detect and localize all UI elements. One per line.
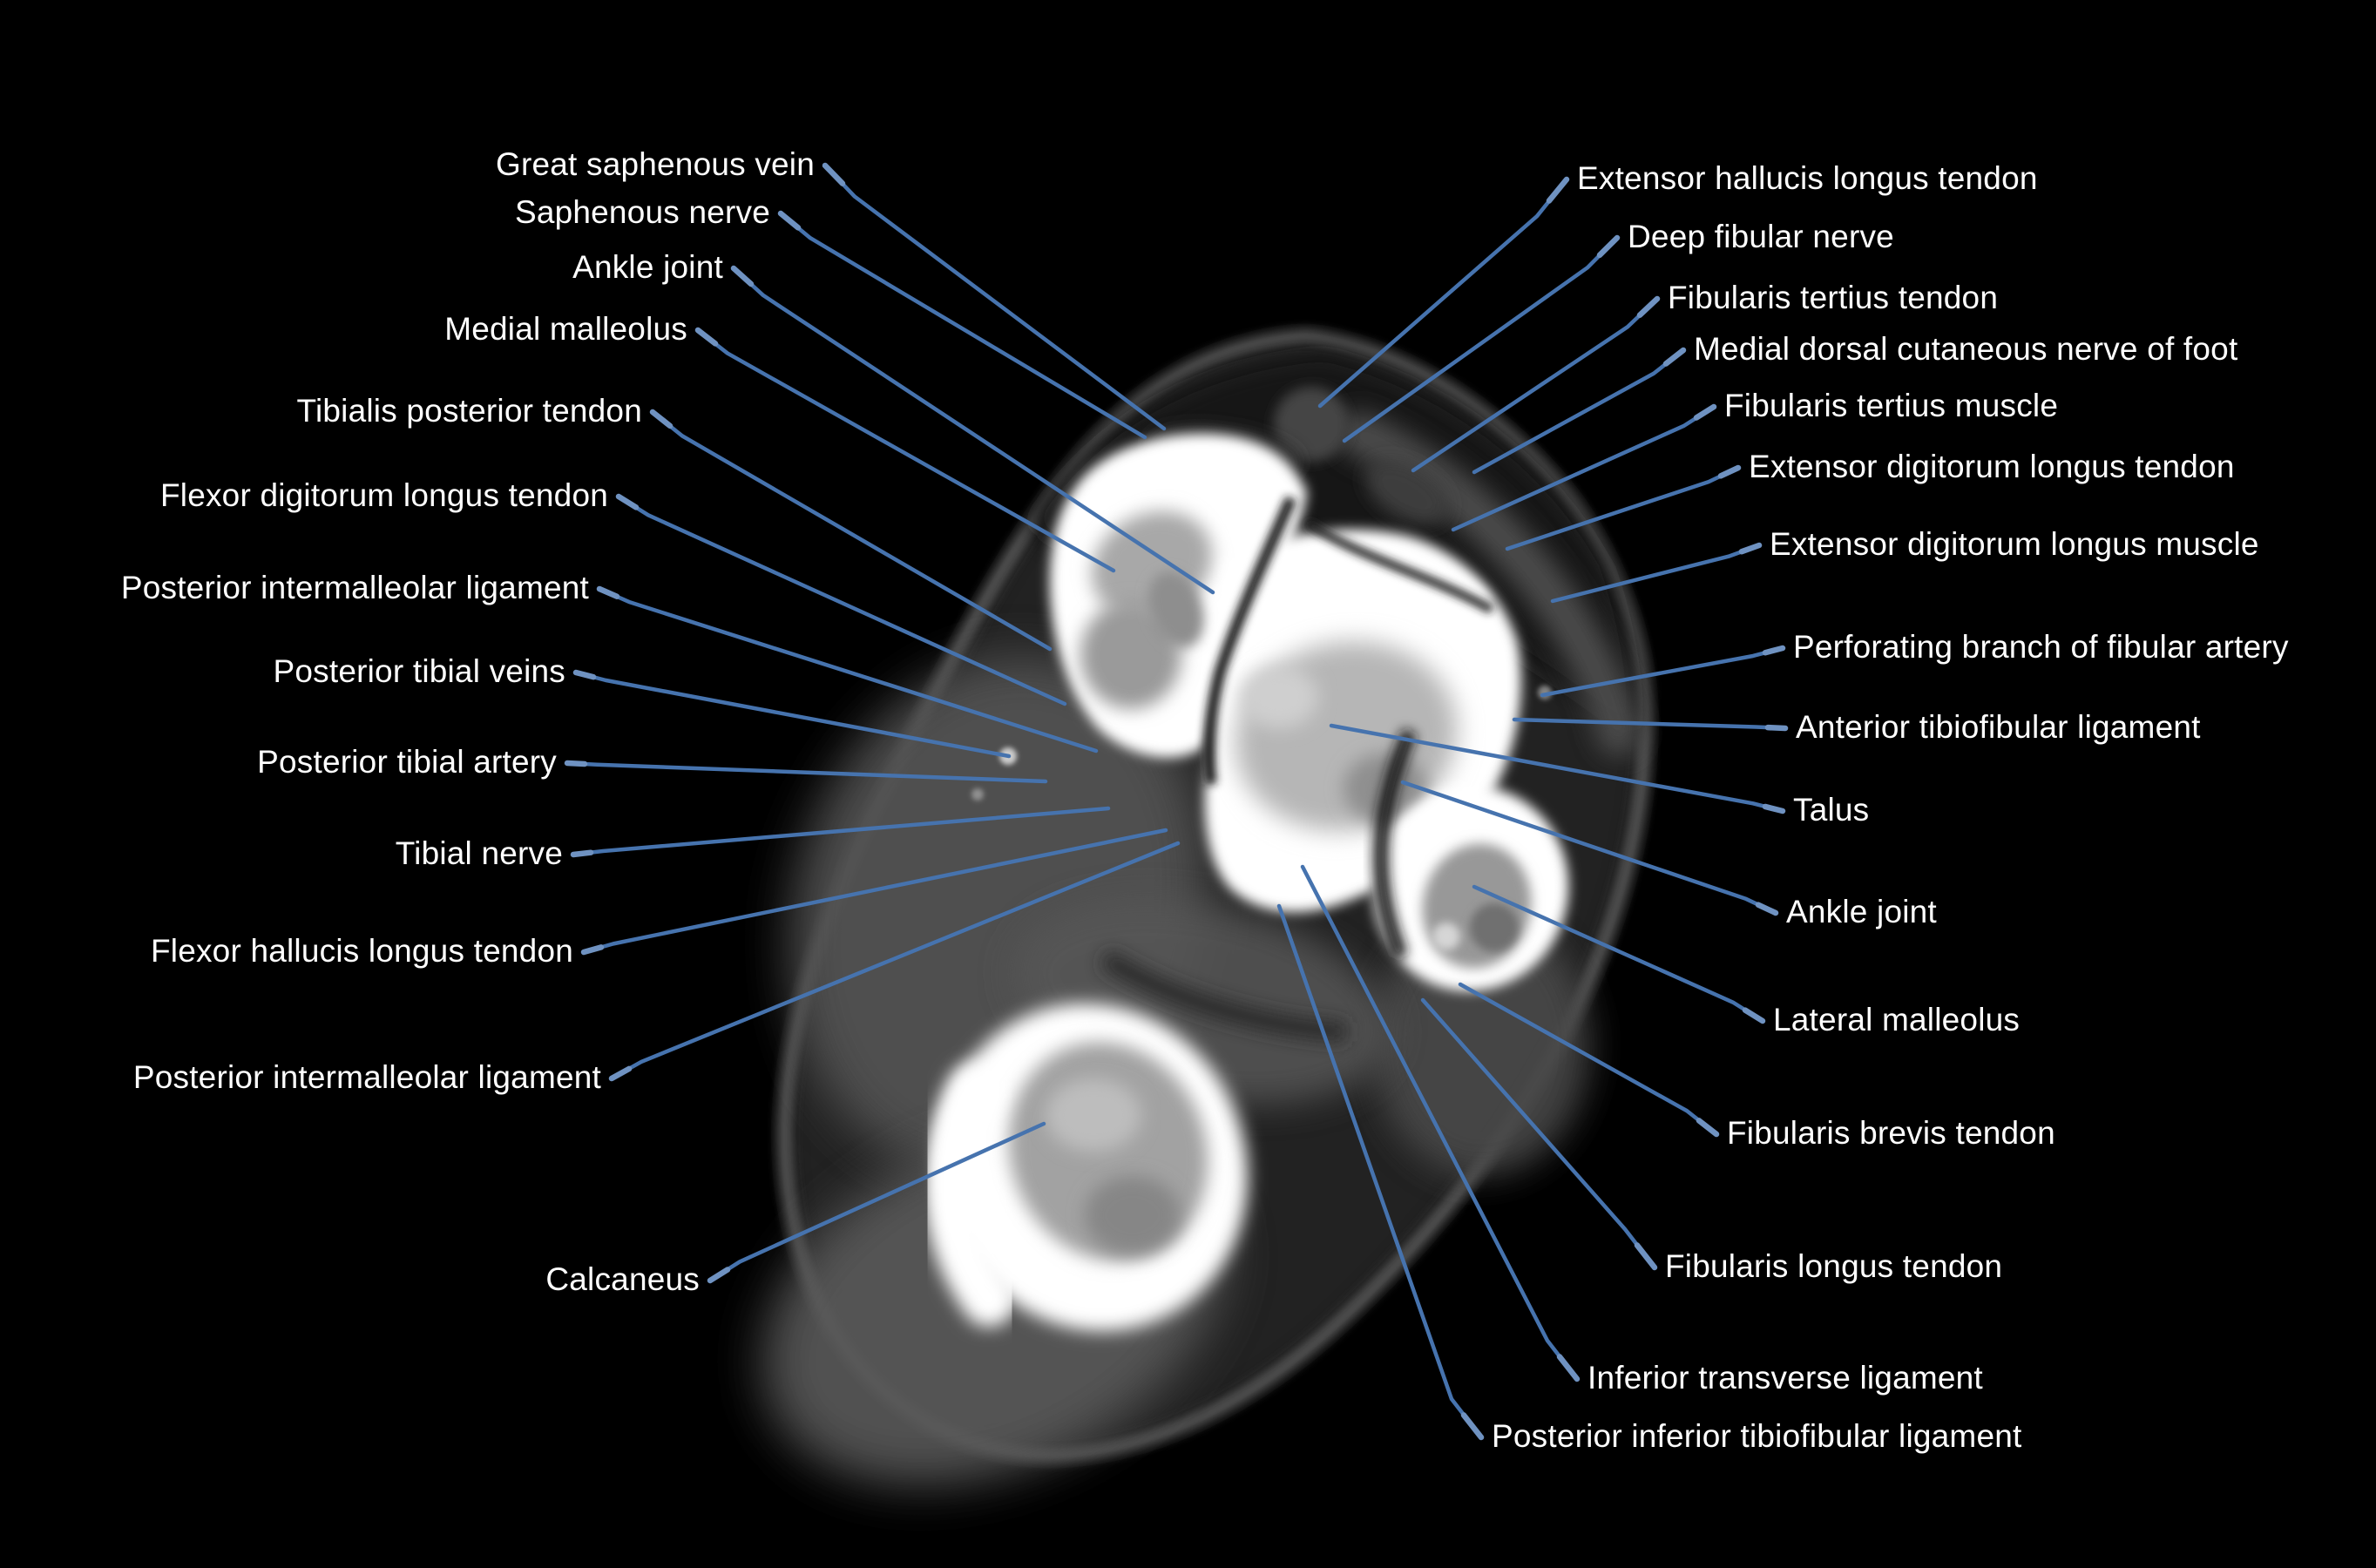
fibula-marrow-bright: [1432, 923, 1460, 950]
talofibular-cleft: [1373, 728, 1417, 960]
anterolateral-muscle-band: [1337, 411, 1642, 756]
leader-nub-fibularis-brevis-tendon: [1696, 1118, 1720, 1138]
label-posterior-intermalleolar-ligament-lower: Posterior intermalleolar ligament: [132, 1058, 601, 1095]
label-extensor-hallucis-longus-tendon: Extensor hallucis longus tendon: [1577, 159, 2038, 196]
fibularis-tertius-gray: [1365, 460, 1449, 524]
calcaneus-marrow-bright: [1046, 1078, 1141, 1152]
label-medial-dorsal-cutaneous-nerve-of-foot: Medial dorsal cutaneous nerve of foot: [1694, 330, 2238, 367]
ct-scan: [762, 330, 1651, 1486]
anterior-tendon-circle: [1274, 387, 1349, 462]
leader-nub-inferior-transverse-ligament: [1556, 1354, 1581, 1382]
leader-line-saphenous-nerve: [778, 211, 1147, 440]
leader-nub-calcaneus: [707, 1267, 731, 1284]
label-posterior-intermalleolar-ligament-upper: Posterior intermalleolar ligament: [120, 569, 589, 605]
leader-nub-fibularis-tertius-muscle: [1693, 403, 1717, 421]
subtalar-cleft: [1100, 950, 1347, 1042]
leader-nub-tibial-nerve: [570, 849, 594, 858]
label-perforating-branch-of-fibular-artery: Perforating branch of fibular artery: [1793, 628, 2289, 665]
calcaneus-crescent: [924, 1064, 1016, 1327]
leader-nub-tibialis-posterior-tendon: [649, 409, 674, 429]
label-posterior-inferior-tibiofibular-ligament: Posterior inferior tibiofibular ligament: [1492, 1417, 2022, 1454]
leader-nub-fibularis-tertius-tendon: [1636, 295, 1661, 318]
leader-nub-ankle-joint-left: [730, 265, 755, 287]
leader-nub-anterior-tibiofibular-ligament: [1764, 724, 1789, 732]
leader-line-great-saphenous-vein: [822, 163, 1167, 431]
leader-nub-ankle-joint-right: [1755, 902, 1779, 916]
leader-nub-posterior-intermalleolar-ligament-lower: [608, 1065, 633, 1082]
leader-nub-posterior-tibial-artery: [564, 760, 588, 767]
label-deep-fibular-nerve: Deep fibular nerve: [1628, 218, 1894, 254]
leader-nub-deep-fibular-nerve: [1596, 234, 1621, 259]
label-tibialis-posterior-tendon: Tibialis posterior tendon: [296, 392, 642, 429]
leader-line-medial-malleolus: [695, 328, 1116, 573]
label-extensor-digitorum-longus-muscle: Extensor digitorum longus muscle: [1770, 525, 2259, 562]
leader-nub-extensor-hallucis-longus-tendon: [1546, 176, 1570, 204]
label-ankle-joint-left: Ankle joint: [572, 248, 723, 285]
leader-nub-talus: [1762, 803, 1786, 814]
leader-nub-posterior-inferior-tibiofibular-ligament: [1460, 1412, 1485, 1441]
ankle-joint-cleft-medial: [1203, 496, 1296, 785]
label-fibularis-brevis-tendon: Fibularis brevis tendon: [1727, 1114, 2055, 1151]
leader-nub-lateral-malleolus: [1742, 1007, 1766, 1024]
label-flexor-digitorum-longus-tendon: Flexor digitorum longus tendon: [159, 476, 608, 513]
label-saphenous-nerve: Saphenous nerve: [514, 193, 770, 230]
leader-nub-medial-malleolus: [694, 327, 719, 347]
leader-nub-fibularis-longus-tendon: [1634, 1242, 1658, 1271]
leader-nub-posterior-tibial-veins: [572, 669, 597, 680]
label-posterior-tibial-veins: Posterior tibial veins: [273, 652, 565, 689]
label-fibularis-tertius-tendon: Fibularis tertius tendon: [1668, 279, 1999, 315]
fibula-marrow-dark: [1470, 903, 1519, 952]
label-posterior-tibial-artery: Posterior tibial artery: [257, 743, 557, 780]
label-fibularis-tertius-muscle: Fibularis tertius muscle: [1724, 387, 2059, 423]
label-talus: Talus: [1793, 791, 1870, 828]
label-anterior-tibiofibular-ligament: Anterior tibiofibular ligament: [1796, 708, 2201, 745]
label-medial-malleolus: Medial malleolus: [444, 310, 687, 347]
leader-nub-perforating-branch-of-fibular-artery: [1762, 645, 1786, 656]
label-calcaneus: Calcaneus: [545, 1260, 700, 1297]
label-ankle-joint-right: Ankle joint: [1786, 893, 1937, 929]
label-great-saphenous-vein: Great saphenous vein: [495, 145, 815, 182]
label-extensor-digitorum-longus-tendon: Extensor digitorum longus tendon: [1749, 448, 2235, 484]
leader-nub-extensor-digitorum-longus-muscle: [1738, 542, 1763, 555]
talus-marrow-bright: [1240, 666, 1318, 728]
leader-lines: [564, 162, 1789, 1441]
tibiotalar-cleft: [1304, 518, 1494, 614]
leader-nub-posterior-intermalleolar-ligament-upper: [596, 585, 620, 599]
label-tibial-nerve: Tibial nerve: [395, 835, 563, 871]
label-fibularis-longus-tendon: Fibularis longus tendon: [1665, 1247, 2003, 1284]
posterior-tibial-vessel-dot-2: [971, 788, 984, 801]
leader-nub-flexor-hallucis-longus-tendon: [580, 944, 605, 956]
label-inferior-transverse-ligament: Inferior transverse ligament: [1587, 1359, 1983, 1396]
leader-nub-flexor-digitorum-longus-tendon: [615, 493, 640, 510]
leader-nub-medial-dorsal-cutaneous-nerve-of-foot: [1662, 347, 1687, 367]
label-lateral-malleolus: Lateral malleolus: [1773, 1001, 2021, 1037]
leader-line-medial-dorsal-cutaneous-nerve-of-foot: [1472, 348, 1686, 475]
label-flexor-hallucis-longus-tendon: Flexor hallucis longus tendon: [150, 932, 573, 969]
malleolus-marrow-3: [1147, 571, 1205, 648]
leader-nub-saphenous-nerve: [777, 210, 802, 231]
calcaneus-marrow-dark: [1085, 1176, 1181, 1254]
leader-nub-great-saphenous-vein: [822, 162, 846, 186]
leader-nub-extensor-digitorum-longus-tendon: [1717, 464, 1742, 479]
